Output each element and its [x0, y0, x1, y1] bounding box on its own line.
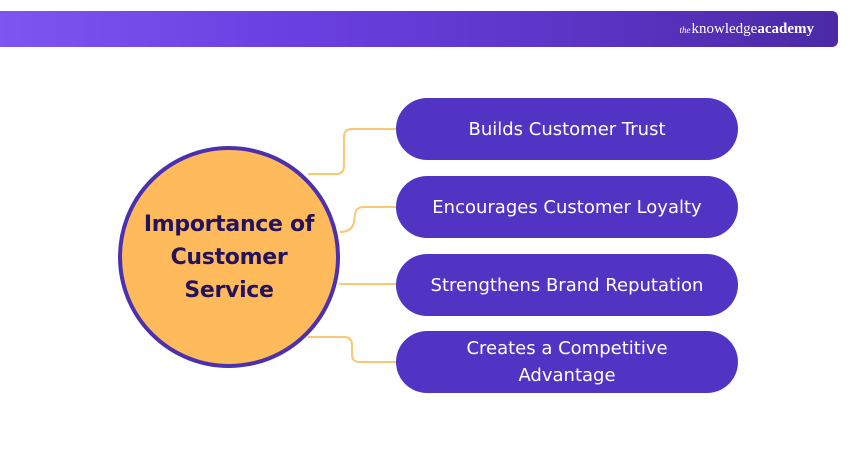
- center-circle: Importance of Customer Service: [118, 146, 340, 368]
- header-bar: theknowledgeacademy: [0, 11, 838, 47]
- brand-knowledge: knowledge: [691, 21, 758, 37]
- brand-prefix: the: [679, 25, 691, 35]
- item-creates-competitive-advantage: Creates a Competitive Advantage: [396, 331, 738, 393]
- connector-line-1: [308, 128, 398, 175]
- connector-line-2: [339, 206, 398, 233]
- connector-line-4: [308, 336, 398, 363]
- item-builds-customer-trust: Builds Customer Trust: [396, 98, 738, 160]
- brand-logo: theknowledgeacademy: [680, 20, 814, 39]
- item-encourages-customer-loyalty: Encourages Customer Loyalty: [396, 176, 738, 238]
- center-title: Importance of Customer Service: [143, 211, 315, 303]
- brand-academy: academy: [757, 21, 814, 37]
- item-strengthens-brand-reputation: Strengthens Brand Reputation: [396, 254, 738, 316]
